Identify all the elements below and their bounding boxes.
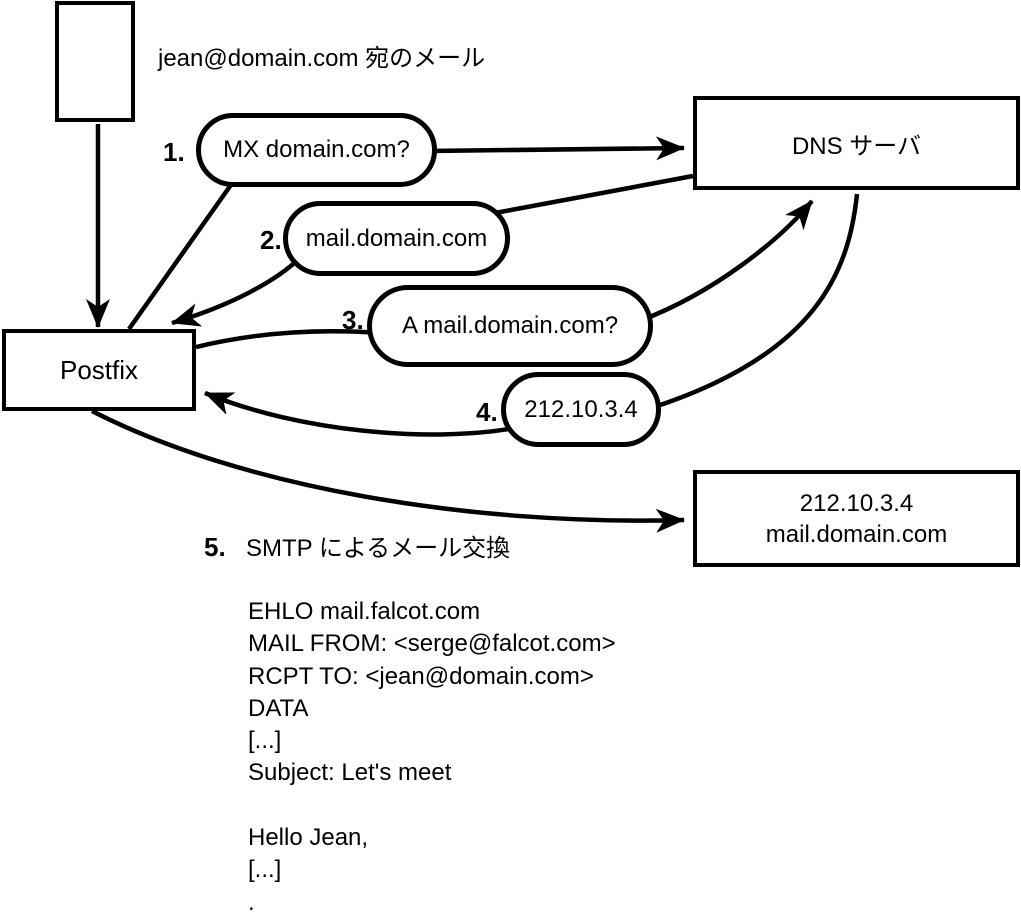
smtp-line: Hello Jean, (248, 824, 369, 852)
incoming-mail-label: jean@domain.com 宛のメール (158, 45, 486, 72)
line-dns-to-a-answer (647, 193, 860, 412)
mail-server-host: mail.domain.com (765, 520, 948, 548)
arrow-a-query-to-dns (641, 199, 814, 323)
step-1-number: 1. (163, 137, 185, 167)
dns-server-box: DNS サーバ (693, 96, 1020, 190)
arrow-mx-query-to-dns (427, 136, 685, 161)
mail-server-box: 212.10.3.4 mail.domain.com (693, 470, 1020, 567)
smtp-line: [...] (248, 727, 282, 755)
step-1-pill: MX domain.com? (196, 113, 437, 187)
smtp-line: MAIL FROM: <serge@falcot.com> (248, 630, 616, 658)
step-5-number: 5. (204, 532, 226, 562)
smtp-line: Subject: Let's meet (248, 759, 452, 787)
smtp-line: EHLO mail.falcot.com (248, 598, 481, 625)
line-dns-to-mx-answer (494, 173, 694, 216)
step-4-pill: 212.10.3.4 (501, 372, 661, 447)
step-2-label: mail.domain.com (305, 224, 488, 252)
line-postfix-to-a-query (195, 329, 381, 350)
mail-server-ip: 212.10.3.4 (799, 489, 914, 517)
step-2-pill: mail.domain.com (283, 201, 510, 276)
line-postfix-to-mx-query (127, 180, 235, 331)
postfix-box: Postfix (2, 329, 196, 411)
step-3-number: 3. (342, 305, 364, 335)
mail-message-box (55, 1, 135, 122)
postfix-label: Postfix (59, 354, 139, 385)
smtp-line: RCPT TO: <jean@domain.com> (248, 662, 594, 690)
step-5-label: SMTP によるメール交換 (246, 535, 511, 562)
smtp-line (248, 792, 616, 824)
step-2-number: 2. (260, 225, 282, 255)
arrow-postfix-to-mail-server (90, 408, 685, 533)
smtp-line: DATA (248, 694, 309, 722)
step-3-pill: A mail.domain.com? (367, 285, 653, 367)
step-4-label: 212.10.3.4 (524, 395, 638, 423)
smtp-line: [...] (248, 856, 282, 884)
step-3-label: A mail.domain.com? (401, 312, 619, 339)
arrow-a-answer-to-postfix (204, 390, 516, 437)
dns-server-label: DNS サーバ (791, 132, 922, 160)
step-1-label: MX domain.com? (223, 136, 410, 163)
smtp-line: . (248, 888, 255, 916)
step-4-number: 4. (476, 397, 498, 427)
arrow-mx-answer-to-postfix (171, 256, 302, 327)
